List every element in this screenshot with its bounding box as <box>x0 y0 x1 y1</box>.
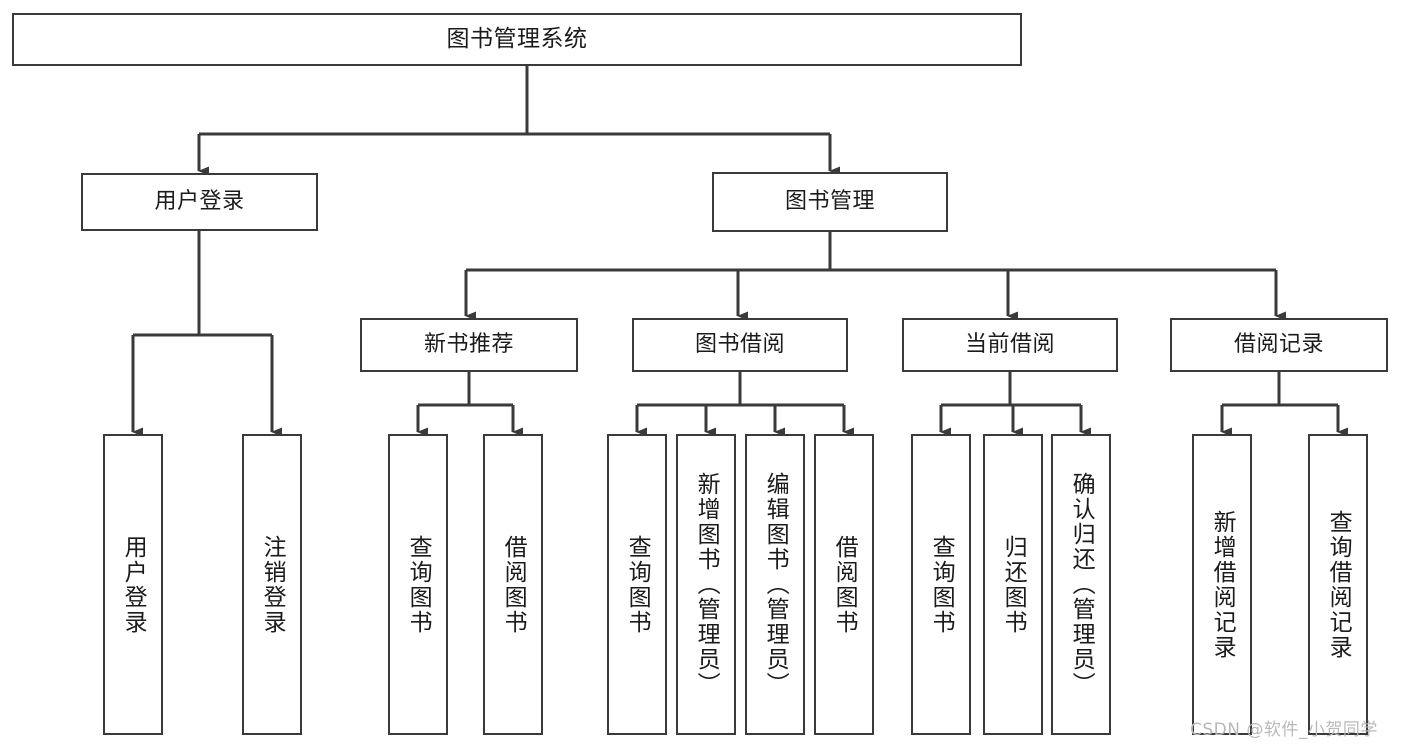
connector-lines <box>131 66 1348 437</box>
node-图书管理系统[interactable]: 图书管理系统 <box>12 13 1022 66</box>
node-label: 注销登录 <box>259 534 286 635</box>
node-label: 确认归还（管理员） <box>1068 472 1095 697</box>
node-编辑图书管理员-leaf[interactable]: 编辑图书（管理员） <box>745 434 805 735</box>
node-图书管理[interactable]: 图书管理 <box>712 172 948 232</box>
node-确认归还管理员-leaf[interactable]: 确认归还（管理员） <box>1051 434 1111 735</box>
node-新书推荐[interactable]: 新书推荐 <box>360 318 578 372</box>
node-label: 新书推荐 <box>423 331 514 357</box>
node-label: 查询图书 <box>928 534 955 635</box>
node-新增图书管理员-leaf[interactable]: 新增图书（管理员） <box>676 434 736 735</box>
node-label: 归还图书 <box>1000 534 1027 635</box>
watermark-text: CSDN @软件_小贺同学 <box>1190 720 1378 740</box>
node-借阅图书-leaf[interactable]: 借阅图书 <box>814 434 874 735</box>
node-借阅记录[interactable]: 借阅记录 <box>1170 318 1388 372</box>
node-label: 图书管理 <box>784 188 875 214</box>
node-新增借阅记录-leaf[interactable]: 新增借阅记录 <box>1192 434 1252 735</box>
node-label: 用户登录 <box>154 188 245 214</box>
node-label: 新增图书（管理员） <box>693 472 720 697</box>
node-查询借阅记录-leaf[interactable]: 查询借阅记录 <box>1308 434 1368 735</box>
node-查询图书-leaf[interactable]: 查询图书 <box>911 434 971 735</box>
node-借阅图书-leaf[interactable]: 借阅图书 <box>483 434 543 735</box>
node-label: 查询图书 <box>405 534 432 635</box>
node-查询图书-leaf[interactable]: 查询图书 <box>388 434 448 735</box>
node-注销登录-leaf[interactable]: 注销登录 <box>242 434 302 735</box>
node-label: 编辑图书（管理员） <box>762 472 789 697</box>
node-label: 当前借阅 <box>964 331 1055 357</box>
node-当前借阅[interactable]: 当前借阅 <box>902 318 1118 372</box>
node-label: 用户登录 <box>120 534 147 635</box>
node-用户登录[interactable]: 用户登录 <box>81 173 318 231</box>
node-label: 查询借阅记录 <box>1325 509 1352 660</box>
node-label: 借阅图书 <box>500 534 527 635</box>
node-归还图书-leaf[interactable]: 归还图书 <box>983 434 1043 735</box>
node-label: 借阅图书 <box>831 534 858 635</box>
node-用户登录-leaf[interactable]: 用户登录 <box>103 434 163 735</box>
node-label: 图书借阅 <box>694 331 785 357</box>
node-label: 借阅记录 <box>1233 331 1324 357</box>
node-label: 查询图书 <box>624 534 651 635</box>
node-label: 新增借阅记录 <box>1209 509 1236 660</box>
node-图书借阅[interactable]: 图书借阅 <box>632 318 848 372</box>
node-label: 图书管理系统 <box>446 25 588 52</box>
node-查询图书-leaf[interactable]: 查询图书 <box>607 434 667 735</box>
